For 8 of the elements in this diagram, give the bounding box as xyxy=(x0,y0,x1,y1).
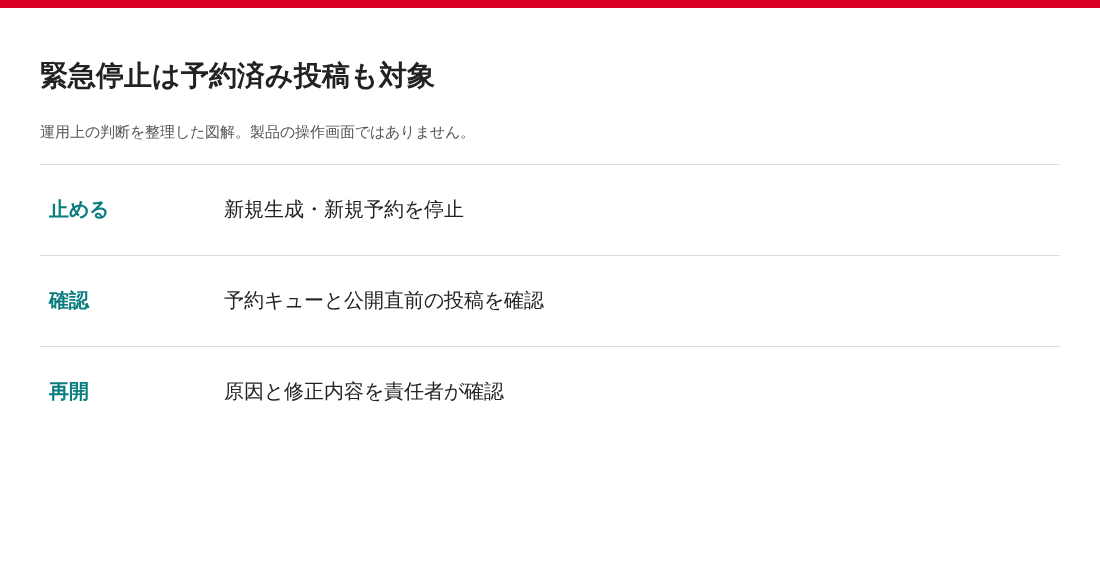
caption: 運用上の判断を整理した図解。製品の操作画面ではありません。 xyxy=(40,122,475,143)
row-heading: 再開 xyxy=(49,378,89,405)
row-description: 原因と修正内容を責任者が確認 xyxy=(224,378,504,405)
row-description: 新規生成・新規予約を停止 xyxy=(224,196,464,223)
title: 緊急停止は予約済み投稿も対象 xyxy=(40,58,435,94)
row-heading: 確認 xyxy=(49,287,89,314)
row-description: 予約キューと公開直前の投稿を確認 xyxy=(224,287,544,314)
row-heading: 止める xyxy=(49,196,109,223)
